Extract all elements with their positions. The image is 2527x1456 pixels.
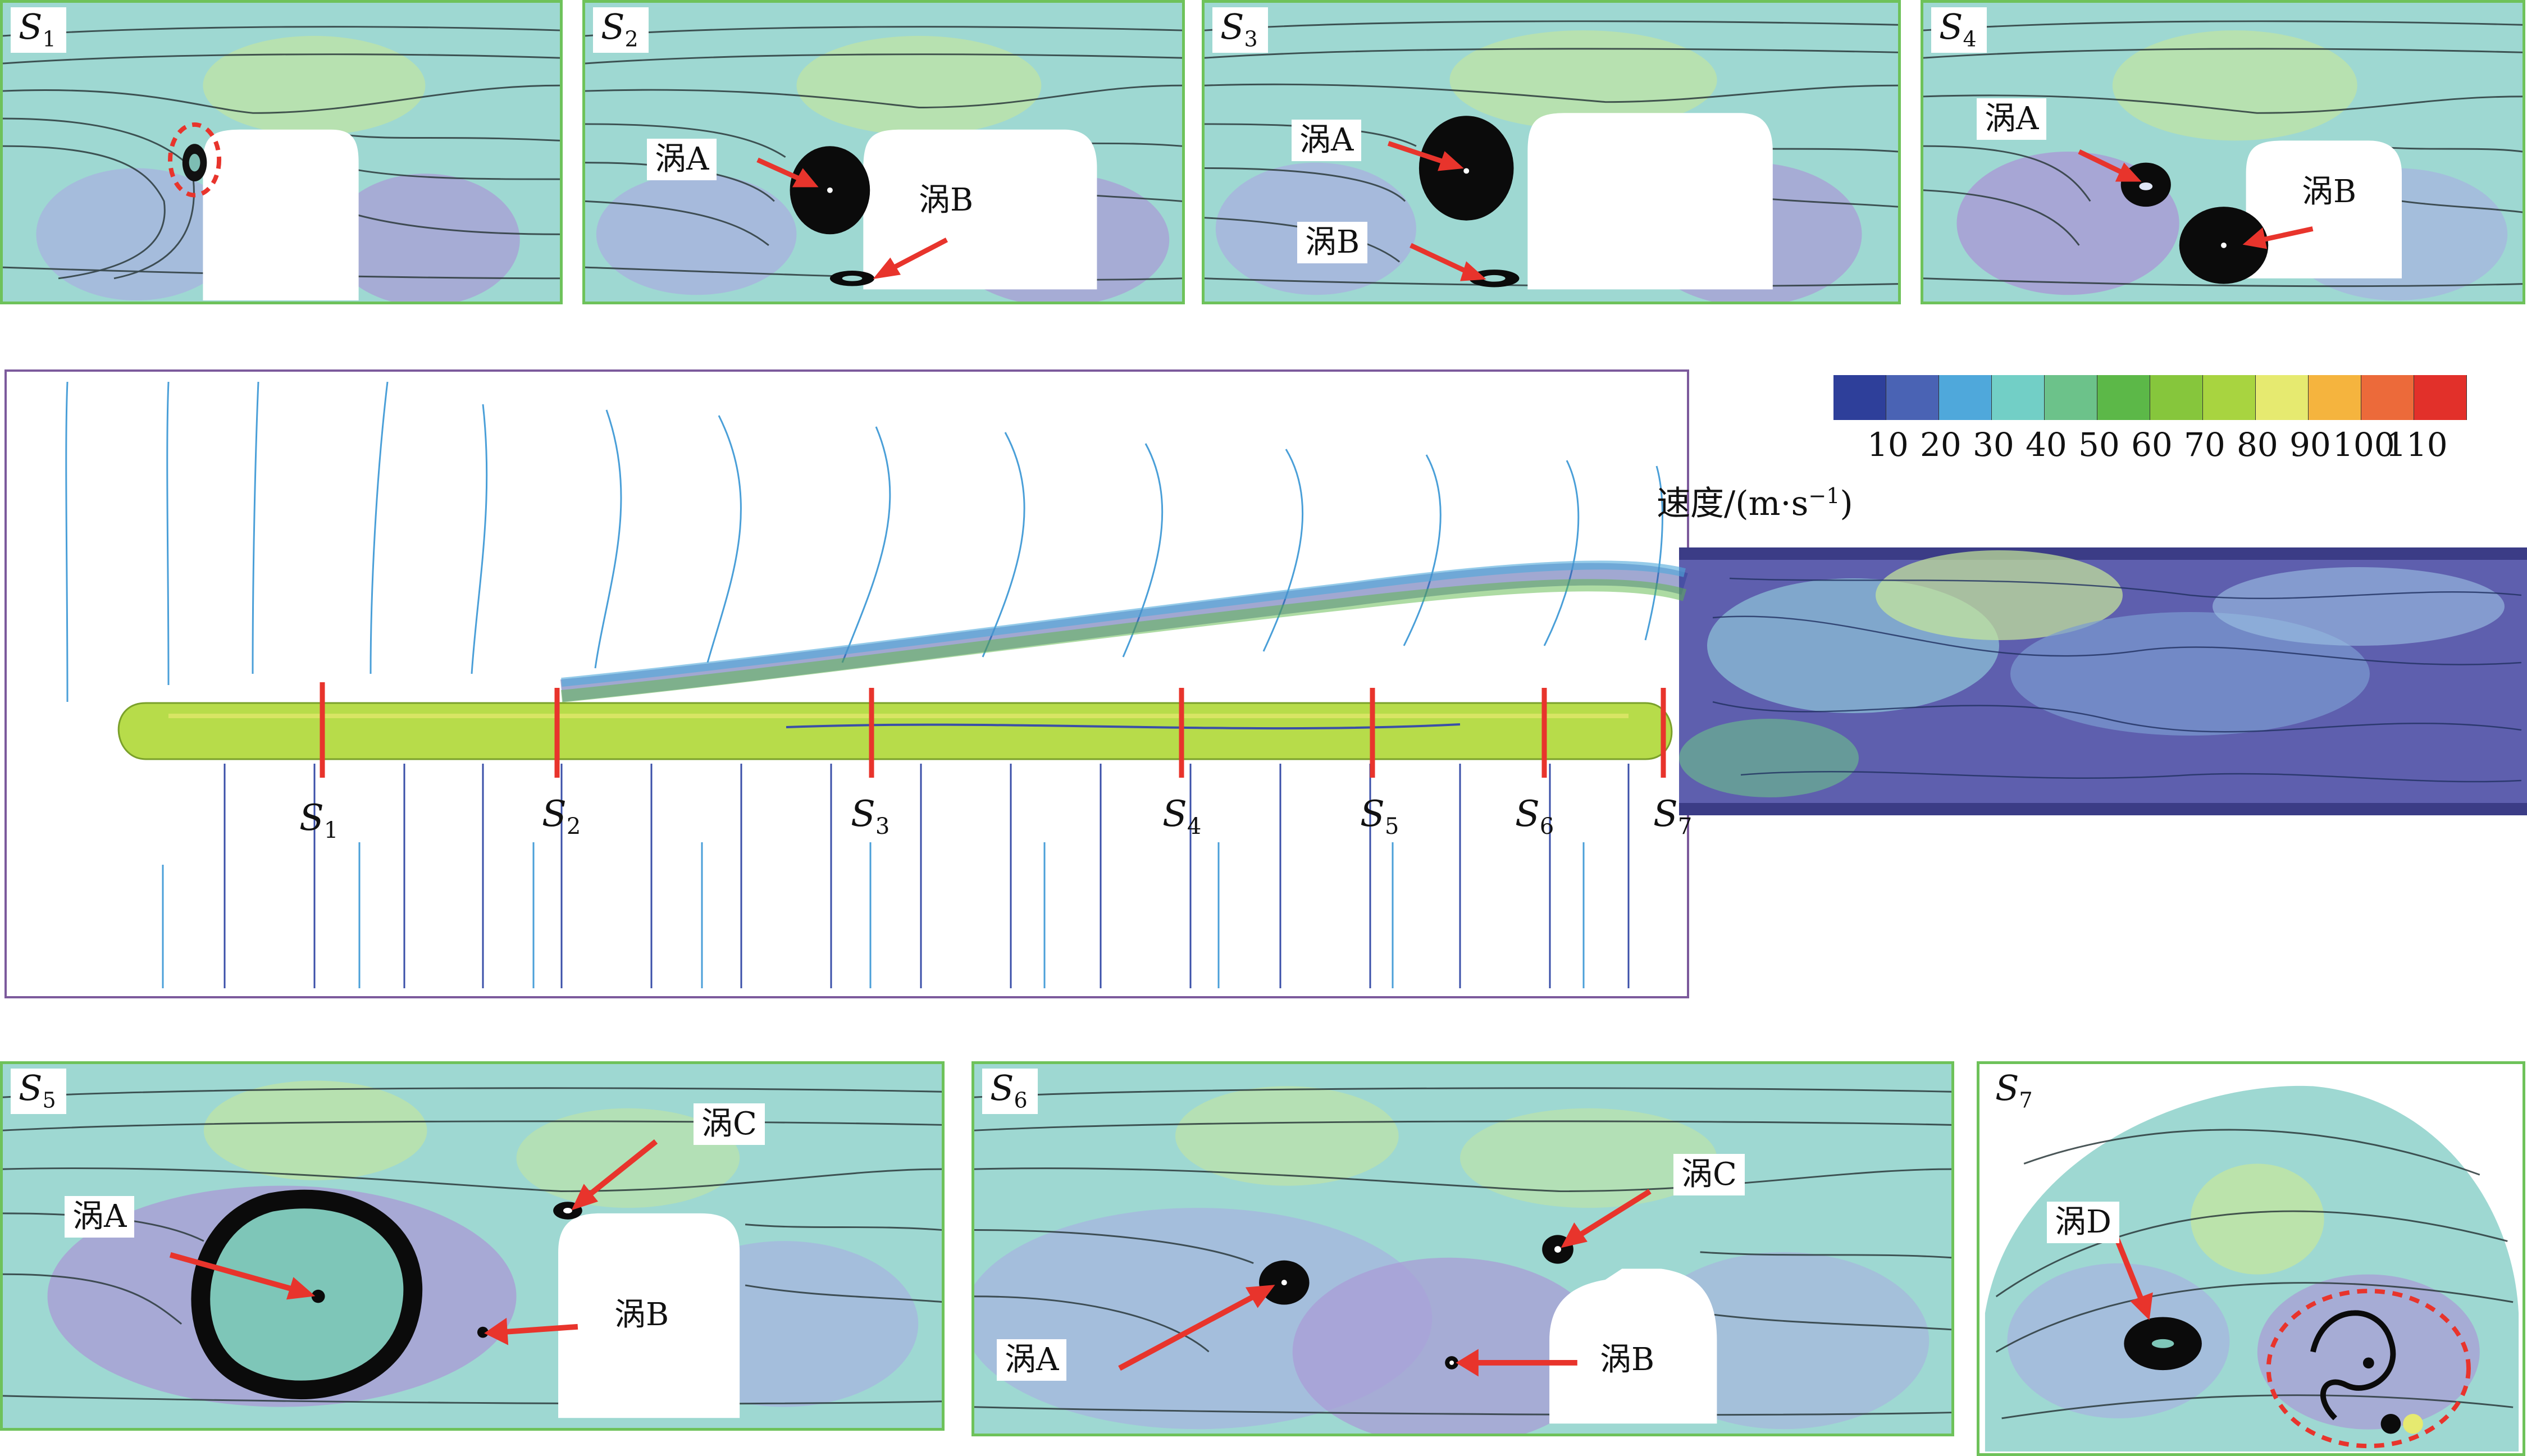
legend-colorbar [1833, 375, 2467, 420]
vortex-a-core-s6 [1259, 1260, 1310, 1305]
legend-tick: 70 [2184, 426, 2225, 464]
vortex-a-core-s2 [790, 146, 870, 235]
vortex-b-core-s4 [2179, 207, 2269, 284]
vortex-b-core-s2 [829, 271, 875, 286]
vortex-core-s1 [168, 122, 222, 198]
arrows-s3 [1387, 141, 1486, 281]
legend-tick: 10 [1867, 426, 1909, 464]
vortex-a-label-s6: 涡A [997, 1339, 1067, 1381]
vortex-b-label-s3: 涡B [1297, 222, 1368, 263]
section-label-s1: S1 [11, 7, 66, 53]
vortex-b-core-s3 [1469, 270, 1520, 287]
flowfield-s5 [3, 1064, 942, 1428]
legend-swatch [2150, 375, 2203, 420]
section-panel-s1: S1 [0, 0, 563, 304]
flowfield-s7 [1985, 1085, 2519, 1452]
vortex-wake-band [560, 560, 1688, 702]
vortex-d-core-s7 [2124, 1317, 2202, 1371]
overview-label-s4: S4 [1162, 793, 1202, 839]
legend-swatch [2045, 375, 2097, 420]
train-body [117, 702, 1673, 760]
legend-swatch [2097, 375, 2150, 420]
legend-swatch [2203, 375, 2256, 420]
vortex-b-label-s2: 涡B [911, 180, 982, 221]
section-panel-s7: S7 涡D [1977, 1061, 2525, 1456]
train-overview-panel [4, 369, 1689, 998]
legend-tick: 110 [2385, 426, 2448, 464]
section-lines [320, 682, 1666, 778]
overview-label-s7: S7 [1653, 793, 1693, 839]
flowfield-s6 [974, 1064, 1951, 1434]
section-label-s6: S6 [982, 1069, 1038, 1115]
overview-label-s2: S2 [542, 793, 581, 839]
legend-tick: 90 [2289, 426, 2331, 464]
vortex-b-label-s4: 涡B [2294, 171, 2365, 213]
arrows-s4 [2078, 149, 2314, 249]
section-panel-s2: S2 涡A 涡B [582, 0, 1185, 304]
legend-unit: 速度/(m·s−1) [1657, 483, 1853, 523]
vortex-a-label-s5: 涡A [65, 1196, 135, 1238]
arrows-s5 [169, 1139, 658, 1345]
section-label-s4: S4 [1931, 7, 1987, 53]
overview-label-s6: S6 [1515, 793, 1554, 839]
arrows-s7 [2113, 1234, 2153, 1321]
section-panel-s6: S6 涡A 涡B 涡C [971, 1061, 1954, 1436]
section-panel-s5: S5 涡A 涡B 涡C [0, 1061, 945, 1431]
legend-swatch [2309, 375, 2361, 420]
legend-tick: 60 [2131, 426, 2173, 464]
vortex-d-label-s7: 涡D [2047, 1202, 2119, 1243]
streamlines-lower [223, 764, 1630, 988]
legend-tick: 80 [2237, 426, 2278, 464]
overview-label-s3: S3 [851, 793, 890, 839]
vortex-b-core-s5 [477, 1326, 489, 1338]
flowfield-s1 [3, 3, 560, 302]
tunnel-body [1679, 547, 2527, 815]
section-panel-s3: S3 涡A 涡B [1202, 0, 1901, 304]
vortex-a-label-s4: 涡A [1977, 98, 2047, 140]
streamlines-lower-light [162, 842, 1585, 988]
secondary-vortices-s7 [2266, 1289, 2471, 1449]
legend-tick: 40 [2026, 426, 2067, 464]
section-panel-s4: S4 涡A 涡B [1921, 0, 2525, 304]
vortex-a-label-s3: 涡A [1292, 120, 1362, 161]
legend-tick: 30 [1973, 426, 2014, 464]
section-label-s5: S5 [11, 1069, 66, 1115]
overview-label-s1: S1 [299, 797, 339, 843]
vortex-a-core-s3 [1418, 116, 1514, 221]
vortex-c-label-s6: 涡C [1673, 1154, 1745, 1195]
legend-swatch [2256, 375, 2309, 420]
flowfield-s4 [1923, 3, 2523, 302]
section-label-s7: S7 [1995, 1067, 2033, 1113]
legend-swatch [2414, 375, 2467, 420]
section-label-s2: S2 [593, 7, 649, 53]
flowfield-s2 [585, 3, 1182, 302]
legend-tick: 100 [2333, 426, 2395, 464]
vortex-a-label-s2: 涡A [647, 139, 717, 180]
legend-tick: 50 [2078, 426, 2120, 464]
legend-swatch [1992, 375, 2045, 420]
vortex-b-label-s5: 涡B [606, 1294, 677, 1336]
arrows-s6 [1118, 1189, 1652, 1377]
vortex-b-label-s6: 涡B [1592, 1339, 1663, 1381]
legend-swatch [2361, 375, 2414, 420]
legend-tick: 20 [1920, 426, 1962, 464]
legend-swatch [1886, 375, 1939, 420]
vortex-b-core-s6 [1445, 1356, 1459, 1370]
legend-swatch [1939, 375, 1992, 420]
legend-swatch [1833, 375, 1886, 420]
section-label-s3: S3 [1212, 7, 1268, 53]
overview-label-s5: S5 [1360, 793, 1399, 839]
vortex-c-label-s5: 涡C [694, 1103, 765, 1145]
arrows-s2 [756, 157, 948, 279]
